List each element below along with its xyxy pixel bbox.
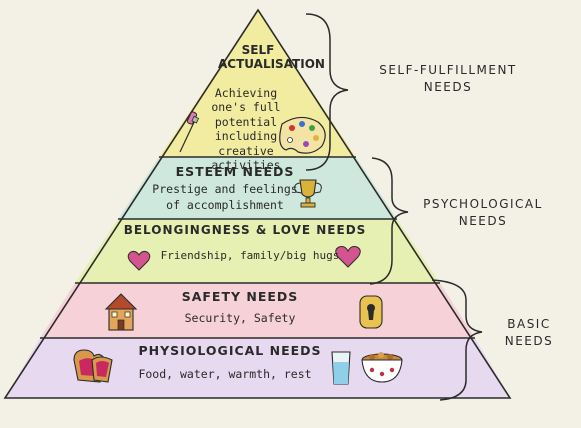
group-psychological-label: PSYCHOLOGICAL NEEDS [423, 197, 543, 229]
trophy-icon [294, 179, 322, 208]
water-glass-icon [331, 351, 351, 385]
palette-icon [279, 116, 326, 154]
level-love-description: Friendship, family/big hugs [160, 249, 340, 262]
level-esteem-description: Prestige and feelings of accomplishment [152, 182, 298, 212]
level-love-fill [75, 219, 440, 283]
level-physio-description: Food, water, warmth, rest [138, 367, 312, 381]
group-self-fulfillment-label: SELF-FULFILLMENT NEEDS [379, 63, 517, 95]
level-self-title: SELF ACTUALISATION [218, 43, 325, 71]
level-safety-description: Security, Safety [184, 311, 296, 325]
heart-icon [127, 250, 151, 271]
bracket-psychological [369, 157, 409, 285]
bracket-basic [431, 279, 483, 401]
level-dividers [40, 156, 475, 339]
cereal-bowl-icon [361, 352, 403, 383]
heart-icon [335, 246, 361, 268]
house-icon [104, 293, 138, 331]
pyramid-outline [3, 8, 512, 399]
level-physio-title: PHYSIOLOGICAL NEEDS [138, 343, 322, 358]
level-esteem-fill [118, 157, 397, 219]
level-esteem-title: ESTEEM NEEDS [175, 164, 295, 179]
group-basic-label: BASIC NEEDS [504, 317, 554, 349]
level-self-description: Achieving one's full potential including… [211, 86, 281, 172]
toast-icon [73, 349, 113, 383]
paintbrush-icon [179, 111, 200, 153]
level-physio-fill [5, 338, 510, 398]
level-love-title: BELONGINGNESS & LOVE NEEDS [123, 223, 367, 237]
level-safety-title: SAFETY NEEDS [181, 289, 299, 304]
keyhole-icon [359, 295, 383, 329]
bracket-self-fulfillment [305, 13, 349, 171]
